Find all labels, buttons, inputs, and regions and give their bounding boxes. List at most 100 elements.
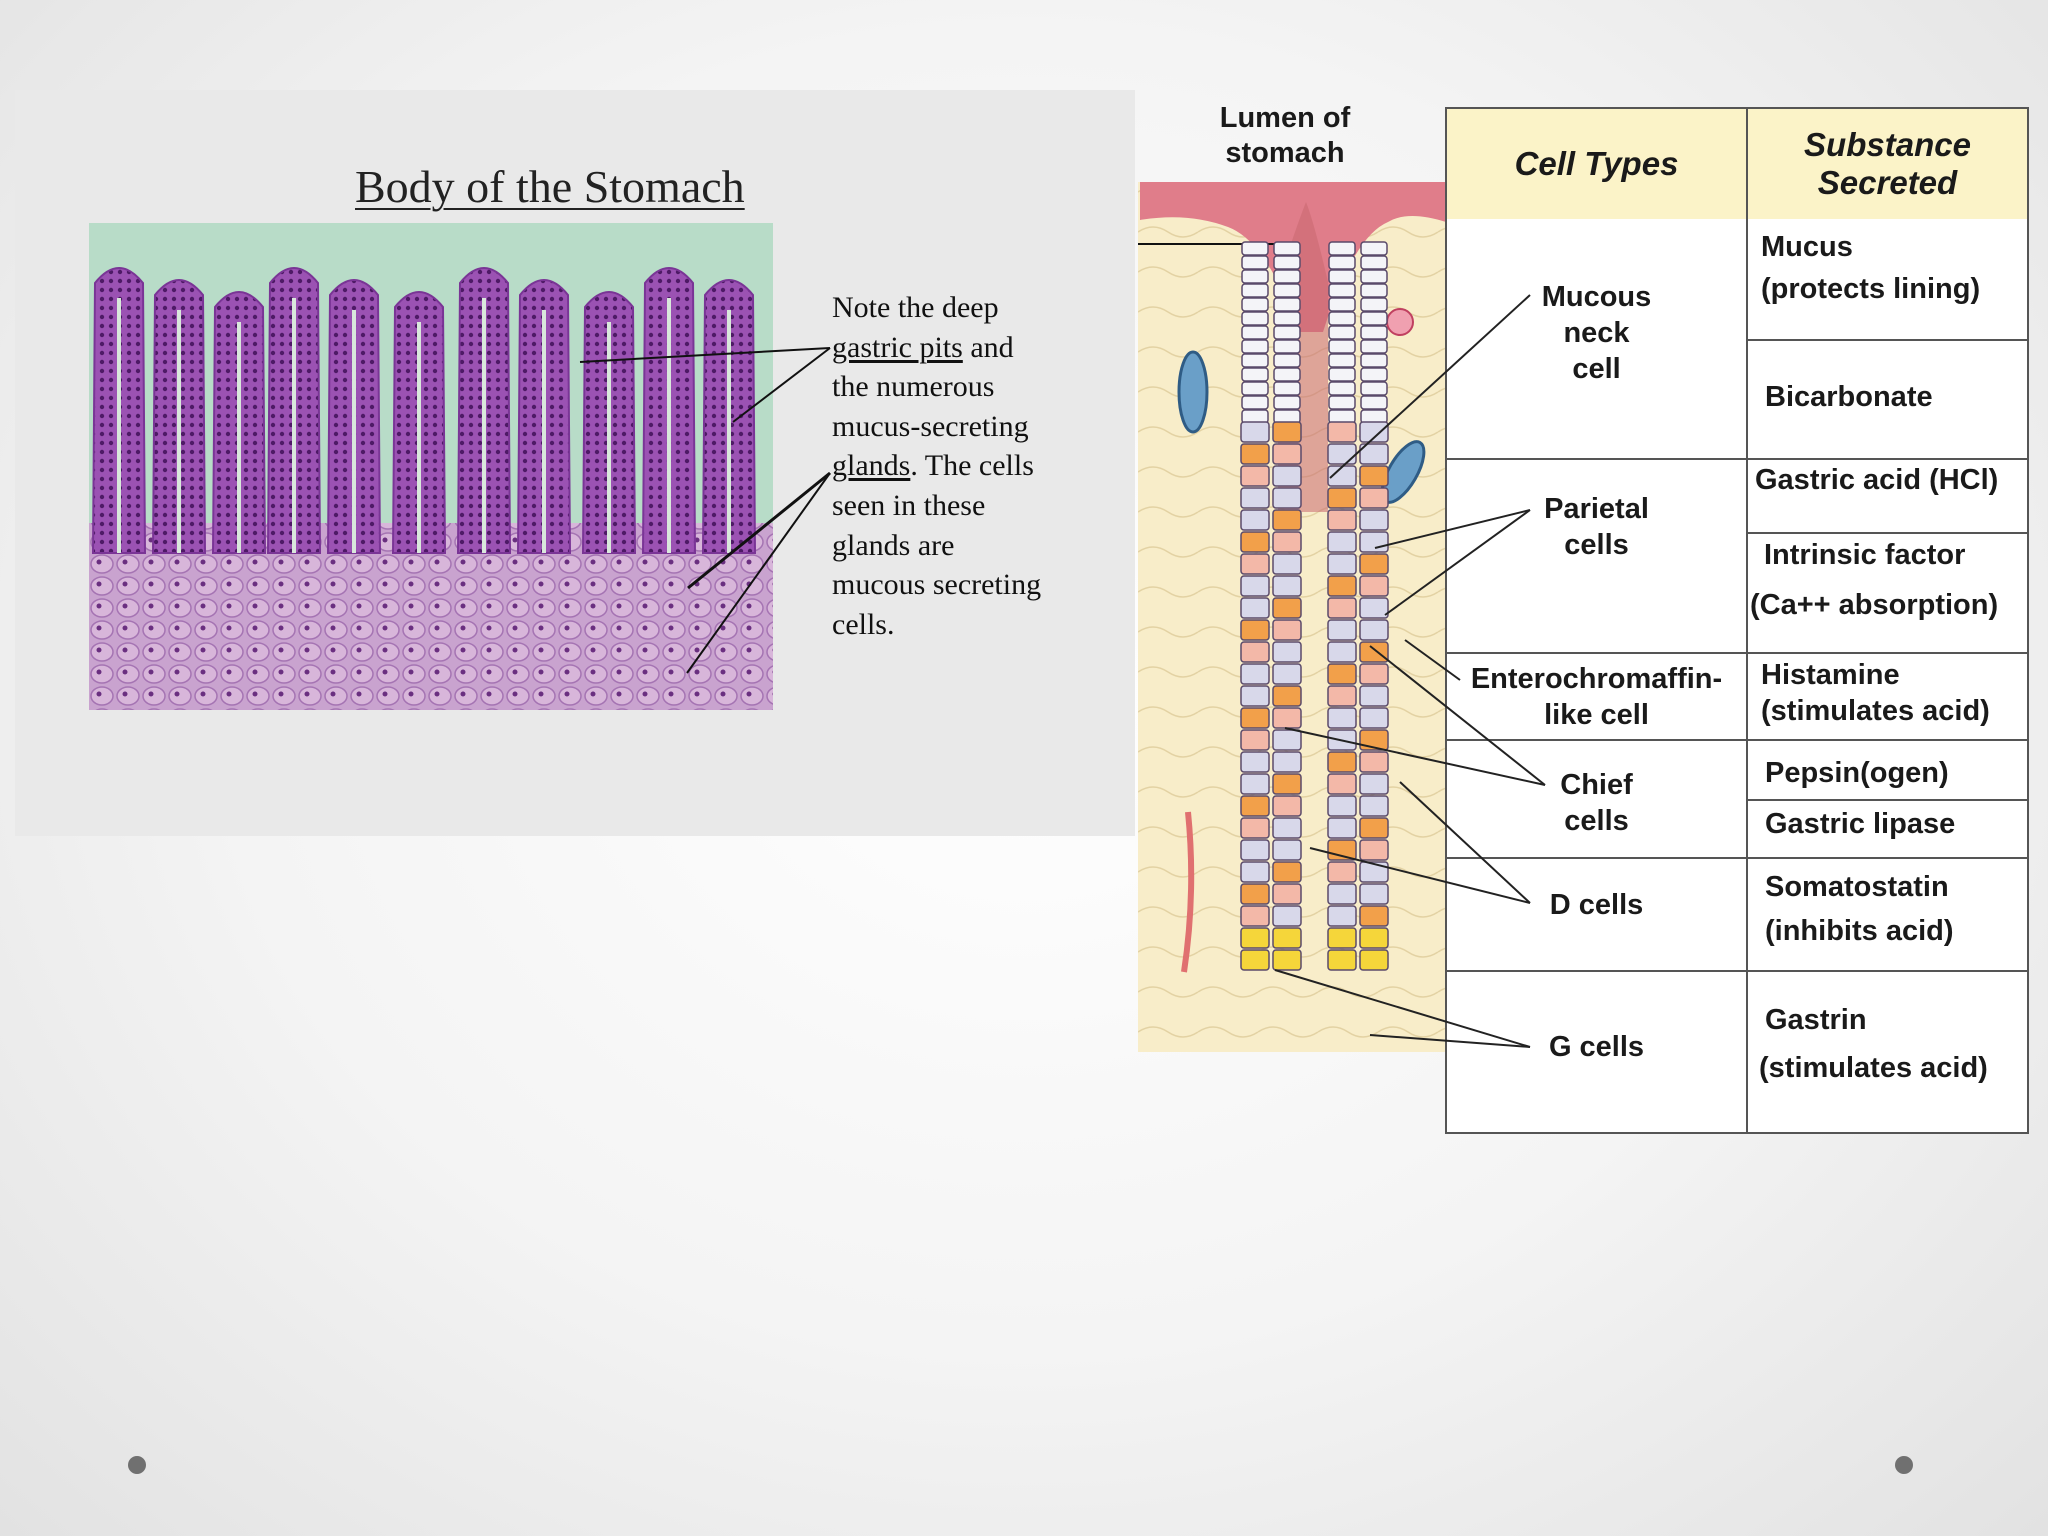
gland-cell: [1359, 795, 1389, 817]
cell-type-d: D cells: [1447, 887, 1746, 923]
cell-type-mucous-neck: Mucous neck cell: [1447, 279, 1746, 387]
gland-cell: [1359, 619, 1389, 641]
gland-cell: [1272, 861, 1302, 883]
gland-cell: [1273, 311, 1301, 326]
row-divider: [1447, 857, 2027, 859]
note-line: cells.: [832, 607, 895, 641]
gland-cell: [1360, 311, 1388, 326]
substance-line: Gastrin: [1765, 1004, 1867, 1036]
gland-cell: [1241, 325, 1269, 340]
note-line: seen in these: [832, 488, 986, 522]
column-divider: [1746, 109, 1748, 1132]
row-divider: [1447, 652, 2027, 654]
gland-cell: [1327, 817, 1357, 839]
header-substance-line: Secreted: [1817, 164, 1958, 201]
gland-cell: [1272, 751, 1302, 773]
gland-cell: [1240, 773, 1270, 795]
gland-cell: [1359, 883, 1389, 905]
gland-cell: [1359, 861, 1389, 883]
header-substance-line: Substance: [1804, 126, 1971, 163]
gland-cell: [1359, 707, 1389, 729]
substance-gastric-acid: Gastric acid (HCl): [1755, 462, 1998, 498]
gland-cell: [1241, 409, 1269, 424]
gland-cell: [1272, 487, 1302, 509]
gland-cell: [1327, 597, 1357, 619]
substance-bicarbonate: Bicarbonate: [1765, 379, 1933, 415]
gland-cell: [1272, 509, 1302, 531]
gland-cell: [1327, 531, 1357, 553]
lumen-label-line: Lumen of: [1219, 102, 1351, 134]
gland-cell: [1327, 421, 1357, 443]
gland-cell: [1272, 883, 1302, 905]
slide-bullet-dot-right: [1895, 1456, 1913, 1474]
cell-type-chief: Chief cells: [1447, 767, 1746, 839]
gland-cell: [1327, 927, 1357, 949]
gland-cell: [1359, 751, 1389, 773]
cell-type-parietal: Parietal cells: [1447, 491, 1746, 563]
substance-line: Gastric acid (HCl): [1755, 464, 1999, 496]
gland-cell: [1359, 443, 1389, 465]
gland-cell: [1272, 619, 1302, 641]
gland-cell: [1241, 395, 1269, 410]
lumen-label: Lumen of stomach: [1195, 101, 1375, 171]
gland-cell: [1240, 575, 1270, 597]
gland-cell: [1273, 395, 1301, 410]
sub-row-divider: [1748, 799, 2027, 801]
gland-cell: [1359, 685, 1389, 707]
gland-cell: [1241, 241, 1269, 256]
gland-cell: [1241, 255, 1269, 270]
gland-cell: [1273, 353, 1301, 368]
gland-cell: [1240, 795, 1270, 817]
gland-cell: [1240, 861, 1270, 883]
gland-cell: [1273, 325, 1301, 340]
gland-cell: [1360, 339, 1388, 354]
cell-secretion-table: Cell Types Substance Secreted Mucous nec…: [1445, 107, 2029, 1134]
gland-cell: [1272, 817, 1302, 839]
gland-cell: [1273, 339, 1301, 354]
cell-type-line: neck: [1563, 317, 1630, 349]
gland-cell: [1272, 949, 1302, 971]
substance-histamine: Histamine (stimulates acid): [1761, 657, 1990, 729]
gland-cell: [1272, 905, 1302, 927]
gland-cell: [1241, 297, 1269, 312]
substance-line: Gastric lipase: [1765, 808, 1956, 840]
header-substance: Substance Secreted: [1748, 109, 2027, 219]
gland-cell: [1327, 553, 1357, 575]
gland-cell: [1360, 395, 1388, 410]
gland-cell: [1273, 297, 1301, 312]
gland-cell: [1327, 443, 1357, 465]
substance-line: Pepsin(ogen): [1765, 757, 1949, 789]
panel-title: Body of the Stomach: [355, 161, 745, 212]
gland-cell: [1328, 367, 1356, 382]
gland-cell: [1240, 949, 1270, 971]
gland-cell: [1328, 395, 1356, 410]
substance-line: (Ca++ absorption): [1750, 589, 1999, 621]
histology-panel: Body of the Stomach Note the deep gastri…: [15, 90, 1135, 836]
gland-cell: [1241, 311, 1269, 326]
gland-cell: [1359, 509, 1389, 531]
gland-cell: [1272, 531, 1302, 553]
gland-cell: [1240, 487, 1270, 509]
gland-cell: [1359, 487, 1389, 509]
substance-line: Mucus: [1761, 231, 1853, 263]
gland-cell: [1272, 465, 1302, 487]
substance-gastric-lipase: Gastric lipase: [1765, 806, 1955, 842]
gland-cell: [1272, 773, 1302, 795]
gland-cell: [1359, 817, 1389, 839]
micrograph-drawing: [89, 223, 773, 710]
gland-cell: [1327, 861, 1357, 883]
substance-pepsin: Pepsin(ogen): [1765, 755, 1949, 791]
note-line: glands are: [832, 528, 955, 562]
note-line: mucous secreting: [832, 568, 1042, 602]
gland-cell: [1240, 553, 1270, 575]
glands-term: glands: [832, 449, 911, 483]
gland-cell: [1359, 773, 1389, 795]
gland-cell: [1240, 883, 1270, 905]
gland-cell: [1240, 641, 1270, 663]
cell-type-line: cell: [1572, 353, 1621, 385]
cell-type-line: Parietal: [1544, 493, 1649, 525]
note-line: Note the deep: [832, 291, 999, 324]
substance-line: (stimulates acid): [1761, 695, 1990, 727]
gland-cell: [1327, 641, 1357, 663]
substance-line: (inhibits acid): [1765, 915, 1954, 947]
